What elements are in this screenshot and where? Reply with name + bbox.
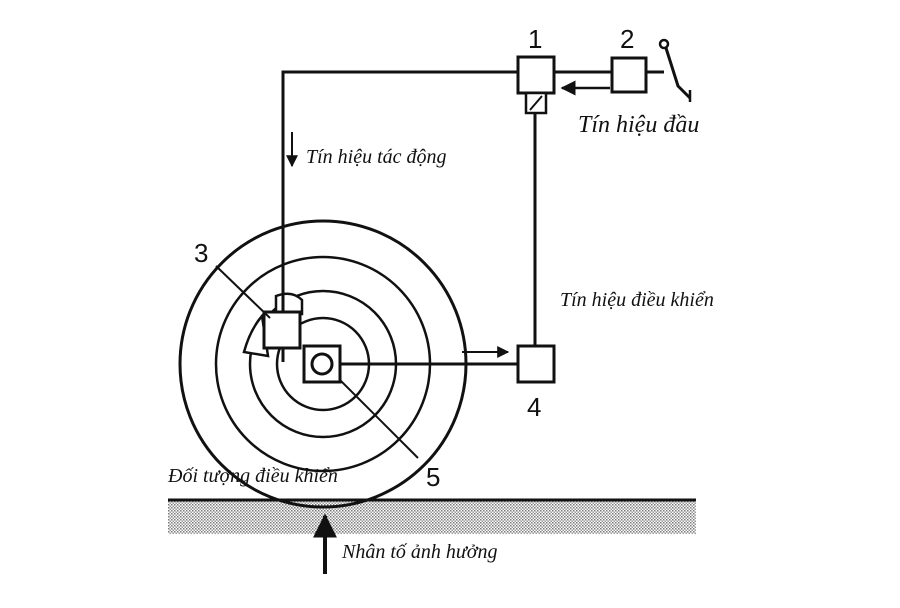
label-number-4: 4 xyxy=(527,392,541,422)
signal-lines xyxy=(281,70,664,366)
ground xyxy=(168,498,696,534)
controller-box xyxy=(516,55,556,115)
control-signal-label: Tín hiệu điều khiển xyxy=(560,289,714,311)
brake-caliper xyxy=(242,292,304,362)
controlled-object-label: Đối tượng điều khiển xyxy=(167,465,338,487)
pedal-pivot xyxy=(658,38,670,50)
label-number-1: 1 xyxy=(528,24,542,54)
hub-sensor xyxy=(302,344,342,384)
label-number-5: 5 xyxy=(426,462,440,492)
sensor-box xyxy=(516,344,556,384)
hub-axle xyxy=(310,352,334,376)
caliper-shoe xyxy=(242,313,270,358)
pedal-lever xyxy=(664,47,692,100)
ground-hatch xyxy=(168,500,696,534)
label-number-2: 2 xyxy=(620,24,634,54)
master-unit-box xyxy=(610,56,648,94)
controller-body xyxy=(516,55,556,95)
influence-factor-label: Nhân tố ảnh hưởng xyxy=(341,541,497,563)
hub-box xyxy=(302,344,342,384)
action-signal-label: Tín hiệu tác động xyxy=(306,146,447,168)
label5-leader xyxy=(339,379,419,459)
label3-leader xyxy=(215,265,271,319)
action-signal-line xyxy=(281,70,518,312)
pedal-lever-icon xyxy=(658,38,692,102)
controller-valve-mark xyxy=(529,95,543,111)
arrows xyxy=(286,80,610,574)
label-number-3: 3 xyxy=(194,238,208,268)
input-signal-label: Tín hiệu đầu xyxy=(578,112,699,138)
